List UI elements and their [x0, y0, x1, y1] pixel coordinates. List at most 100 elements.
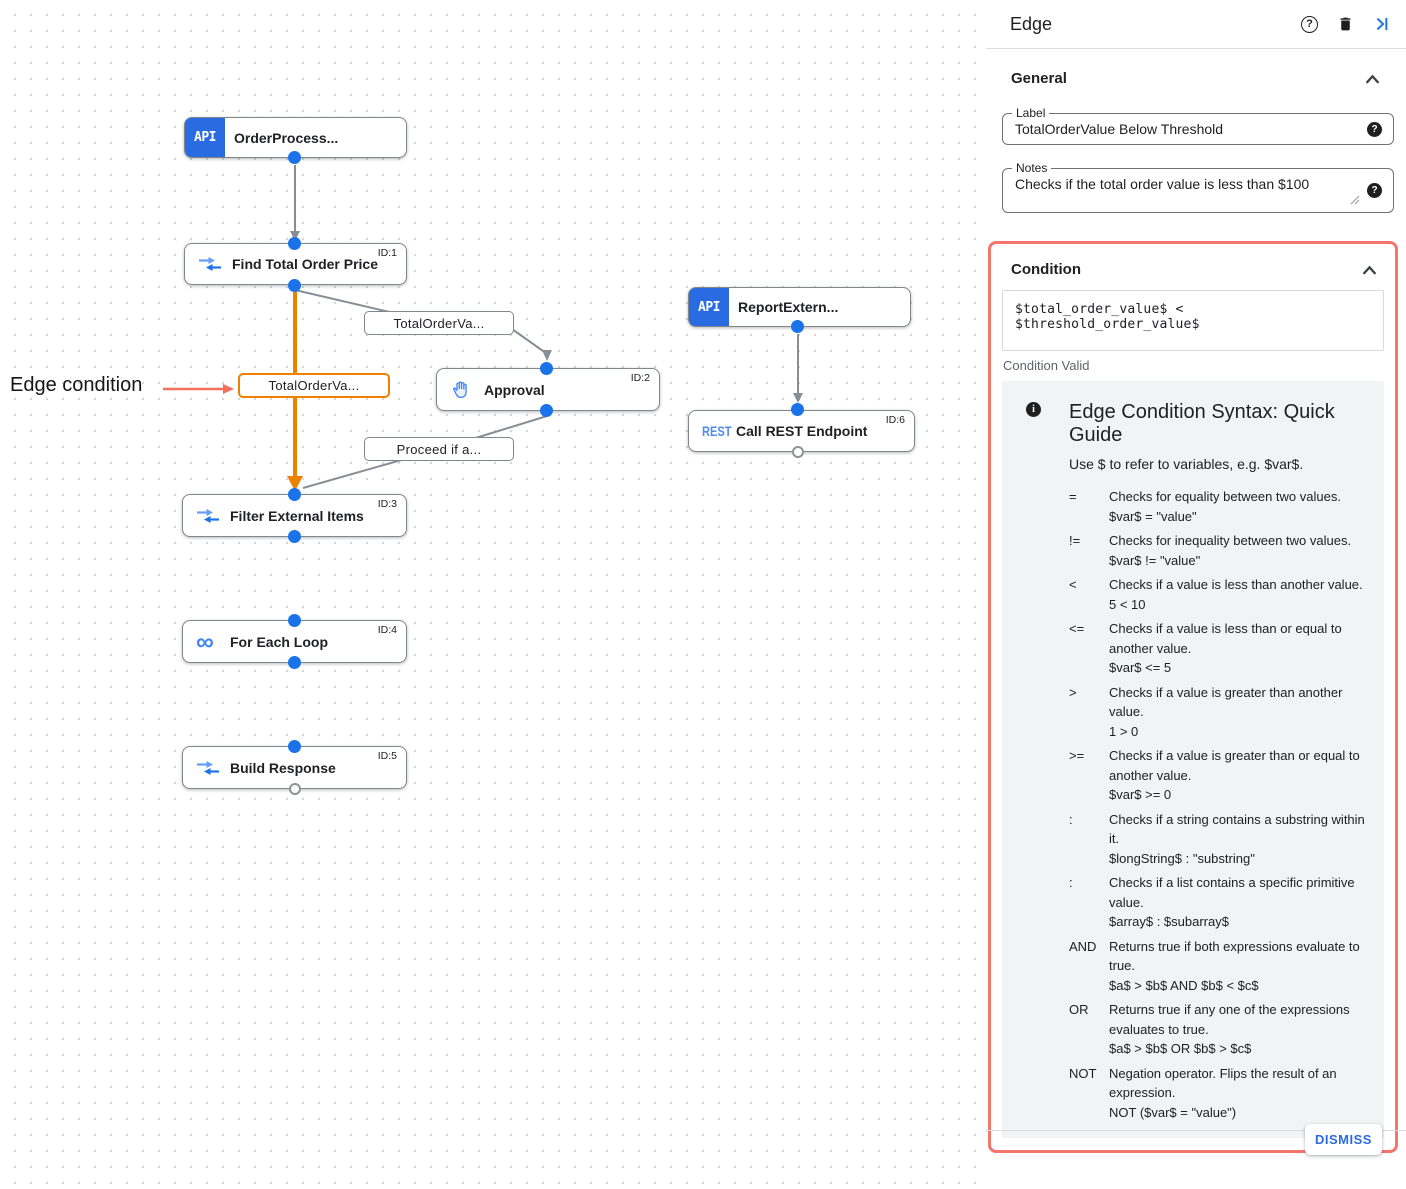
output-port[interactable]: [792, 446, 804, 458]
guide-row: >= Checks if a value is greater than or e…: [1069, 746, 1370, 805]
operator-description: Checks if a value is less than another v…: [1109, 577, 1363, 592]
operator: :: [1069, 811, 1073, 827]
guide-row: :Checks if a string contains a substring…: [1069, 810, 1370, 869]
port[interactable]: [288, 614, 301, 627]
label-field-value[interactable]: TotalOrderValue Below Threshold: [1015, 121, 1224, 137]
label-field[interactable]: Label TotalOrderValue Below Threshold ?: [1002, 106, 1394, 145]
operator-example: 5 < 10: [1109, 596, 1146, 612]
node-for-each-loop[interactable]: ID:4 ∞ For Each Loop: [182, 620, 407, 663]
panel-title: Edge: [1010, 13, 1053, 34]
operator: >: [1069, 684, 1077, 700]
node-title: Build Response: [230, 759, 336, 776]
node-build-response[interactable]: ID:5 Build Response: [182, 746, 407, 789]
notes-field[interactable]: Notes Checks if the total order value is…: [1002, 161, 1394, 213]
section-general: General: [1011, 70, 1381, 87]
node-id: ID:6: [885, 414, 905, 426]
guide-row: > Checks if a value is greater than anoth…: [1069, 683, 1370, 742]
operator-example: $a$ > $b$ OR $b$ > $c$: [1109, 1041, 1252, 1056]
port[interactable]: [540, 404, 553, 417]
edge-label-total-order-value-selected[interactable]: TotalOrderVa...: [238, 373, 390, 398]
operator-example: $var$ <= 5: [1109, 660, 1172, 675]
operator-description: Checks for equality between two values.: [1109, 489, 1341, 504]
rest-icon: REST: [702, 423, 732, 439]
workflow-canvas[interactable]: API OrderProcess... ID:1 Find Total Orde…: [0, 0, 978, 1189]
guide-row: : Checks if a list contains a specific pr…: [1069, 873, 1370, 932]
condition-section-highlight: Condition $total_order_value$ < $thresho…: [988, 241, 1398, 1153]
node-title: Call REST Endpoint: [736, 423, 868, 439]
condition-status: Condition Valid: [1003, 358, 1090, 373]
header-divider: [986, 48, 1406, 49]
operator: >=: [1069, 748, 1085, 763]
guide-subtitle: Use $ to refer to variables, e.g. $var$.: [1069, 456, 1304, 472]
api-icon: API: [689, 288, 729, 326]
node-find-total-order-price[interactable]: ID:1 Find Total Order Price: [184, 243, 407, 285]
operator-example: 1 > 0: [1109, 723, 1139, 739]
node-title: OrderProcess...: [234, 129, 339, 146]
chevron-up-icon[interactable]: [1361, 263, 1378, 277]
node-filter-external-items[interactable]: ID:3 Filter External Items: [182, 494, 407, 537]
operator-example: $var$ != "value": [1109, 552, 1201, 568]
delete-icon[interactable]: [1337, 15, 1354, 33]
operator-description: Checks for inequality between two values…: [1109, 533, 1352, 548]
edge-label-proceed-if[interactable]: Proceed if a...: [364, 437, 514, 461]
operator-example: $longString$ : "substring": [1109, 850, 1255, 866]
operator: =: [1069, 489, 1077, 504]
port[interactable]: [540, 362, 553, 375]
panel-header: Edge ?: [986, 0, 1406, 48]
node-id: ID:2: [630, 372, 650, 384]
guide-row: != Checks for inequality between two valu…: [1069, 531, 1370, 570]
port[interactable]: [288, 151, 301, 164]
operator-description: Returns true if both expressions evaluat…: [1109, 938, 1360, 974]
port[interactable]: [288, 530, 301, 543]
help-icon[interactable]: ?: [1367, 122, 1382, 137]
operator: AND: [1069, 938, 1097, 954]
node-order-process[interactable]: API OrderProcess...: [184, 117, 407, 158]
api-icon: API: [185, 118, 225, 157]
guide-row: <Checks if a value is less than another …: [1069, 575, 1370, 614]
node-title: For Each Loop: [230, 633, 328, 650]
guide-row: <=Checks if a value is less than or equa…: [1069, 619, 1370, 678]
guide-row: AND Returns true if both expressions eval…: [1069, 937, 1370, 996]
collapse-panel-icon[interactable]: [1373, 15, 1391, 33]
loop-icon: ∞: [196, 627, 214, 656]
port[interactable]: [288, 279, 301, 292]
chevron-up-icon[interactable]: [1364, 72, 1381, 86]
data-mapping-icon: [196, 760, 230, 776]
output-port[interactable]: [289, 783, 301, 795]
help-icon[interactable]: ?: [1301, 15, 1318, 33]
operator-description: Checks if a value is greater than or equ…: [1109, 748, 1360, 783]
edges-layer: [287, 165, 803, 491]
resize-handle-icon[interactable]: [1350, 192, 1360, 210]
operator-example: $array$ : $subarray$: [1109, 914, 1229, 929]
dismiss-button[interactable]: DISMISS: [1305, 1124, 1382, 1155]
notes-field-value[interactable]: Checks if the total order value is less …: [1015, 176, 1310, 192]
data-mapping-icon: [198, 256, 232, 272]
condition-expression-input[interactable]: $total_order_value$ < $threshold_order_v…: [1002, 290, 1384, 351]
node-title: Filter External Items: [230, 507, 364, 524]
operator: NOT: [1069, 1065, 1097, 1081]
edge-label-total-order-value[interactable]: TotalOrderVa...: [364, 311, 514, 335]
port[interactable]: [791, 320, 804, 333]
port[interactable]: [288, 656, 301, 669]
help-icon[interactable]: ?: [1367, 183, 1382, 198]
edge-properties-panel: Edge ? General Label TotalOrderValue Bel…: [986, 0, 1406, 1189]
node-call-rest-endpoint[interactable]: ID:6 REST Call REST Endpoint: [688, 410, 915, 452]
operator-example: NOT ($var$ = "value"): [1109, 1104, 1237, 1120]
operator-description: Checks if a value is greater than anothe…: [1109, 684, 1343, 720]
port[interactable]: [288, 740, 301, 753]
approval-hand-icon: [450, 379, 484, 400]
node-id: ID:1: [377, 247, 397, 259]
info-icon: i: [1026, 402, 1041, 417]
node-title: ReportExtern...: [738, 299, 839, 315]
operator-description: Checks if a list contains a specific pri…: [1109, 875, 1355, 910]
port[interactable]: [791, 403, 804, 416]
port[interactable]: [288, 488, 301, 501]
operator: :: [1069, 875, 1073, 890]
operator-description: Returns true if any one of the expressio…: [1109, 1002, 1350, 1037]
operator: !=: [1069, 533, 1081, 548]
node-id: ID:4: [377, 624, 397, 636]
port[interactable]: [288, 237, 301, 250]
